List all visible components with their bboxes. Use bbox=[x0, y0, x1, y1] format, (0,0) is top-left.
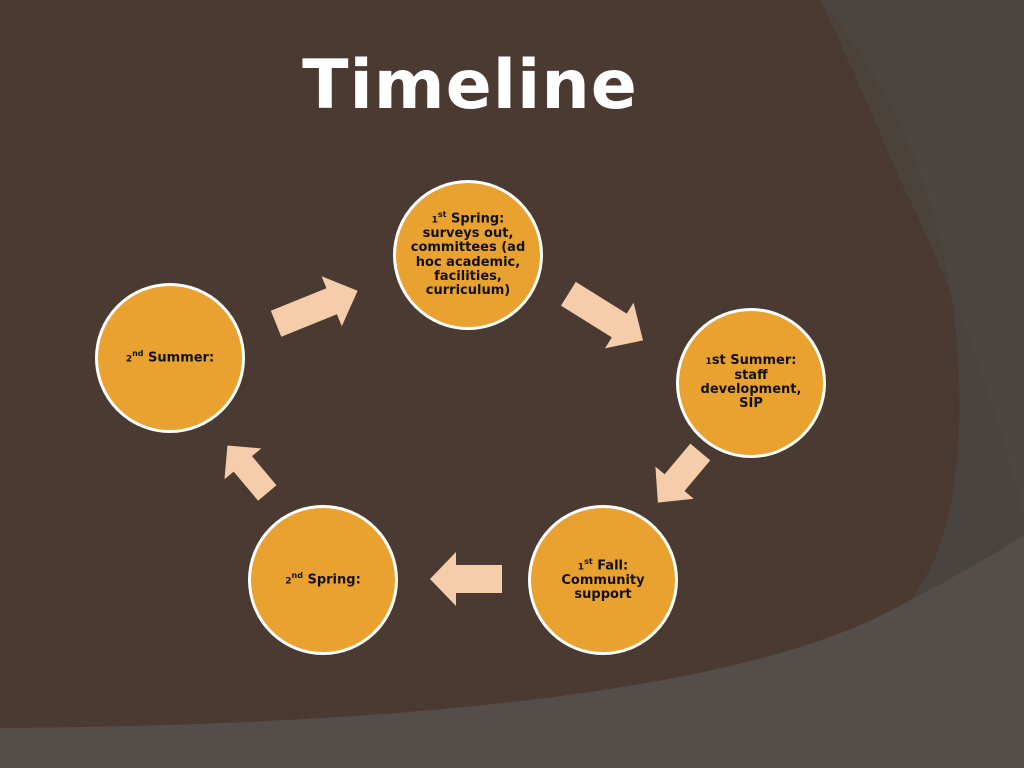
node-fall1: 1st Fall: Community support bbox=[528, 505, 678, 655]
node-summer2-text: 2nd Summer: bbox=[125, 349, 215, 366]
node-summer2-ordinal: 2 bbox=[125, 354, 133, 365]
node-spring2-ordinal: 2 bbox=[285, 576, 292, 587]
node-fall1-suffix: st bbox=[584, 556, 593, 566]
node-fall1-detail: Community support bbox=[561, 572, 645, 602]
node-spring2-text: 2nd Spring: bbox=[285, 571, 361, 588]
node-summer1-ordinal: 1 bbox=[705, 357, 712, 368]
node-summer2-suffix: nd bbox=[132, 349, 144, 359]
node-spring2-suffix: nd bbox=[291, 571, 303, 581]
node-summer1-detail: staff development, SIP bbox=[700, 367, 802, 412]
node-spring1-detail: surveys out, committees (ad hoc academic… bbox=[410, 226, 526, 299]
node-summer1-label: st Summer bbox=[711, 353, 792, 369]
node-spring1-suffix: st bbox=[437, 210, 447, 220]
node-spring1-ordinal: 1 bbox=[431, 215, 438, 226]
node-spring2-label: Spring bbox=[307, 572, 356, 588]
page-title: Timeline bbox=[302, 46, 638, 125]
node-fall1-ordinal: 1 bbox=[577, 562, 585, 573]
node-fall1-text: 1st Fall: Community support bbox=[561, 556, 645, 602]
node-summer1: 1st Summer: staff development, SIP bbox=[676, 308, 826, 458]
node-spring1-text: 1st Spring: surveys out, committees (ad … bbox=[410, 210, 526, 299]
node-fall1-label: Fall bbox=[597, 558, 623, 574]
node-spring1: 1st Spring: surveys out, committees (ad … bbox=[393, 180, 543, 330]
node-summer2: 2nd Summer: bbox=[95, 283, 245, 433]
node-summer2-label: Summer bbox=[148, 350, 209, 366]
node-spring2: 2nd Spring: bbox=[248, 505, 398, 655]
node-summer1-text: 1st Summer: staff development, SIP bbox=[700, 353, 802, 412]
node-spring1-label: Spring bbox=[451, 211, 500, 227]
